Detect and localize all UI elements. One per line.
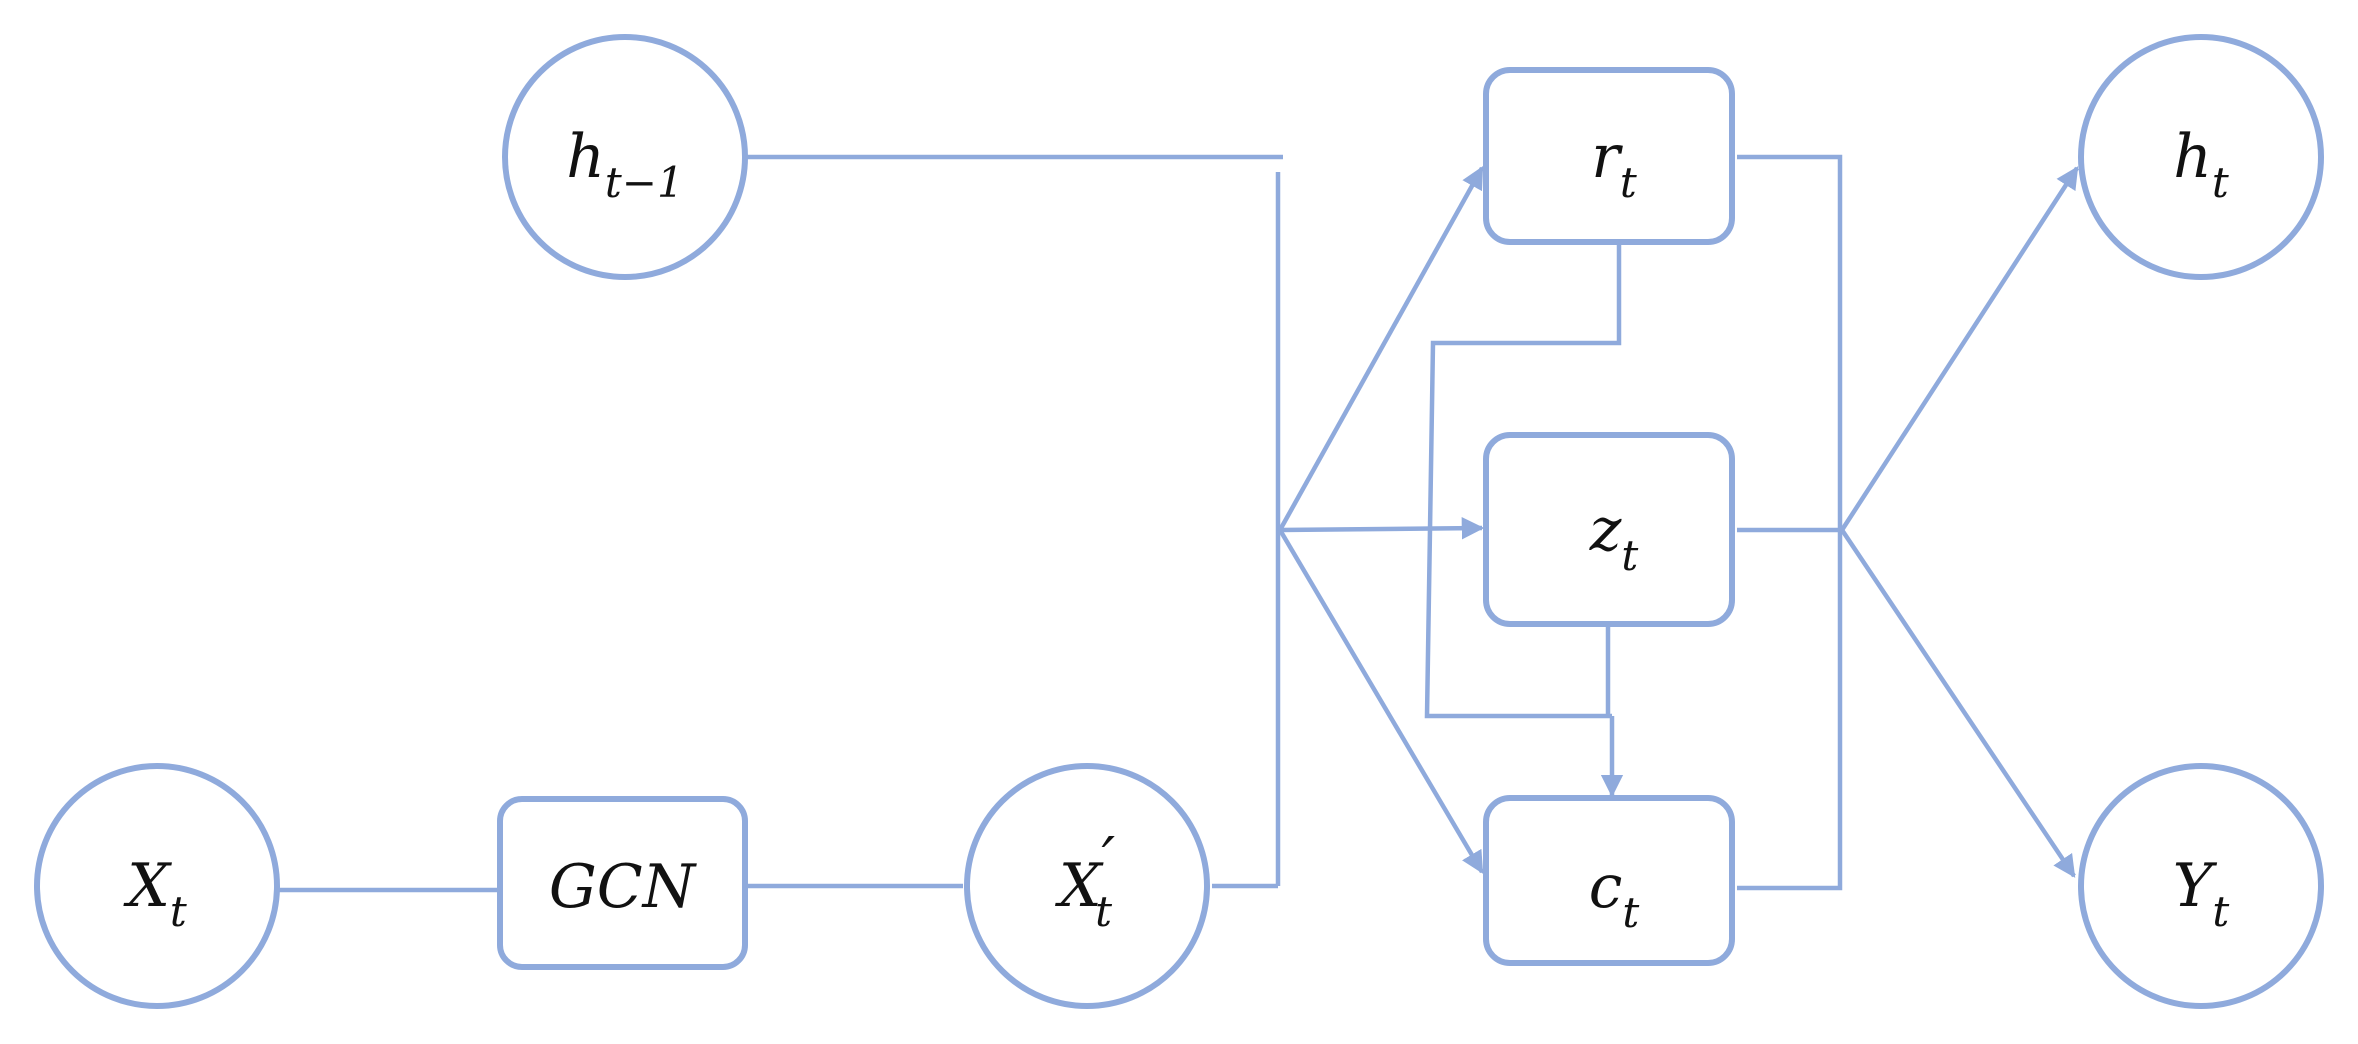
node-h-prev-base: h <box>566 122 605 192</box>
node-h-t: ht <box>2078 34 2324 280</box>
node-x-t-sub: t <box>170 887 187 936</box>
node-gcn: GCN <box>497 796 748 970</box>
node-x-t-prime-base: X <box>1055 851 1104 921</box>
edge-rt-to-output-bus <box>1737 154 1843 891</box>
svg-text:ht: ht <box>2173 122 2229 207</box>
node-z-t-box <box>1483 432 1735 627</box>
node-c-t-sub: t <box>1622 888 1639 937</box>
arrow-to-ht <box>1840 166 2079 532</box>
node-x-t-circle <box>34 763 280 1009</box>
svg-text:X′t: X′t <box>1055 825 1116 936</box>
node-h-prev-circle <box>502 34 748 280</box>
node-r-t-sub: t <box>1620 158 1637 207</box>
node-r-t-base: r <box>1591 122 1623 192</box>
node-x-t-prime-sub: t <box>1095 887 1112 936</box>
node-x-t-prime: X′t <box>964 763 1210 1009</box>
node-y-t-circle <box>2078 763 2324 1009</box>
node-x-t-prime-circle <box>964 763 1210 1009</box>
node-c-t-base: c <box>1589 852 1623 922</box>
node-x-t-prime-mark: ′ <box>1102 825 1116 895</box>
arrow-to-ct <box>1278 528 1484 874</box>
node-r-t: rt <box>1483 67 1735 245</box>
svg-text:ht−1: ht−1 <box>566 122 683 207</box>
node-h-prev-sub: t−1 <box>605 158 684 207</box>
node-z-t-base: z <box>1589 495 1622 565</box>
node-c-t: ct <box>1483 795 1735 966</box>
node-z-t-sub: t <box>1621 531 1638 580</box>
node-gcn-label: GCN <box>549 852 698 922</box>
edge-rt-to-ct <box>1424 245 1622 719</box>
edges <box>278 154 2079 893</box>
node-y-t: Yt <box>2078 763 2324 1009</box>
node-h-t-sub: t <box>2212 158 2229 207</box>
node-c-t-box <box>1483 795 1735 966</box>
svg-text:Xt: Xt <box>123 851 187 936</box>
node-h-prev: ht−1 <box>502 34 748 280</box>
node-y-t-sub: t <box>2212 887 2229 936</box>
node-h-t-circle <box>2078 34 2324 280</box>
node-z-t: zt <box>1483 432 1735 627</box>
svg-text:Yt: Yt <box>2173 851 2230 936</box>
svg-text:zt: zt <box>1589 495 1639 580</box>
arrow-to-rt <box>1278 166 1484 532</box>
arrow-to-yt <box>1840 528 2076 878</box>
node-x-t: Xt <box>34 763 280 1009</box>
node-y-t-base: Y <box>2173 851 2218 921</box>
node-h-t-base: h <box>2173 122 2212 192</box>
node-gcn-box <box>497 796 748 970</box>
node-x-t-base: X <box>123 851 172 921</box>
node-r-t-box <box>1483 67 1735 245</box>
svg-text:ct: ct <box>1589 852 1640 937</box>
svg-text:rt: rt <box>1591 122 1637 207</box>
arrow-to-zt <box>1279 516 1485 540</box>
